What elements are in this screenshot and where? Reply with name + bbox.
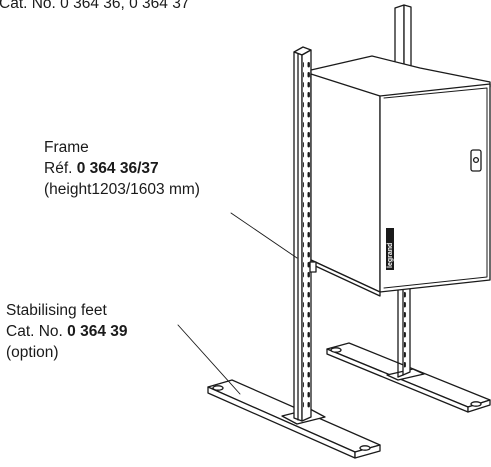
frame-leader-line <box>230 212 298 259</box>
legrand-logo-text: legrand <box>387 243 394 268</box>
feet-leader-line <box>177 324 241 395</box>
frame-title: Frame <box>44 139 89 156</box>
feet-cat-prefix: Cat. No. <box>6 323 68 340</box>
frame-ref-prefix: Réf. <box>44 160 77 177</box>
frame-height-note: (height1203/1603 mm) <box>44 181 200 198</box>
rear-right-upright <box>394 4 412 378</box>
top-caption: Cat. No. 0 364 36, 0 364 37 <box>0 0 190 12</box>
feet-callout: Stabilising feet Cat. No. 0 364 39 (opti… <box>6 300 128 363</box>
front-left-upright <box>293 46 312 422</box>
legrand-logo: legrand <box>386 228 394 270</box>
feet-cat: Cat. No. 0 364 39 <box>6 321 128 342</box>
electrical-enclosure <box>310 55 491 297</box>
frame-ref: Réf. 0 364 36/37 <box>44 158 200 179</box>
fixing-clip <box>309 261 317 273</box>
feet-cat-number: 0 364 39 <box>67 323 128 340</box>
frame-callout: Frame Réf. 0 364 36/37 (height1203/1603 … <box>44 137 200 200</box>
feet-title: Stabilising feet <box>6 302 107 319</box>
frame-ref-number: 0 364 36/37 <box>76 160 159 177</box>
feet-option-note: (option) <box>6 344 59 361</box>
rear-foot <box>326 342 491 413</box>
